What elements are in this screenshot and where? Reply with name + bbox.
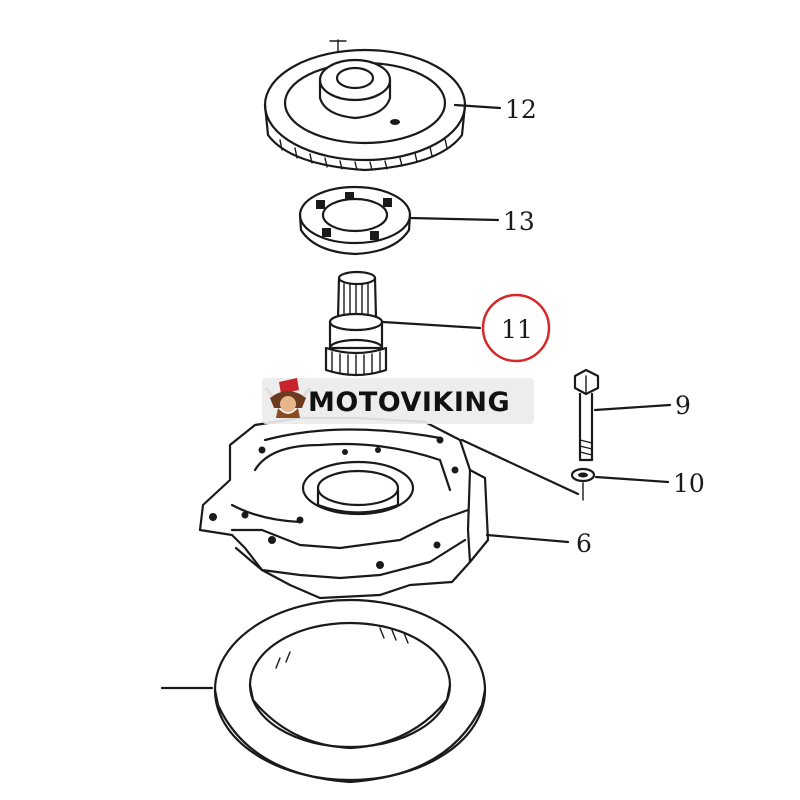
bolt-part-9 (573, 368, 600, 462)
washer-part-10 (570, 467, 596, 501)
seal-ring-part (160, 598, 487, 784)
bearing-part-13 (298, 185, 412, 256)
leader-line-10 (594, 475, 670, 484)
leader-line-12 (453, 103, 502, 110)
leader-line-9 (593, 403, 672, 412)
callout-9: 9 (675, 391, 691, 420)
spline-shaft-part-11 (324, 270, 388, 377)
callout-11-highlight-circle (481, 293, 551, 363)
leader-line-13 (408, 216, 500, 222)
bolt-guide-line (460, 438, 580, 496)
leader-line-11 (381, 320, 482, 330)
viking-warrior-logo-icon (264, 378, 312, 418)
leader-lines (381, 103, 672, 544)
housing-part-6 (198, 416, 490, 600)
leader-line-6 (485, 533, 570, 544)
callout-10: 10 (673, 469, 705, 498)
callout-11: 11 (501, 315, 533, 344)
callout-6: 6 (576, 529, 592, 558)
brand-text: MOTOVIKING (308, 387, 510, 418)
callout-12: 12 (505, 95, 537, 124)
ring-gear-part-12 (263, 39, 467, 172)
motoviking-watermark: MOTOVIKING (262, 378, 534, 424)
callout-13: 13 (503, 207, 535, 236)
